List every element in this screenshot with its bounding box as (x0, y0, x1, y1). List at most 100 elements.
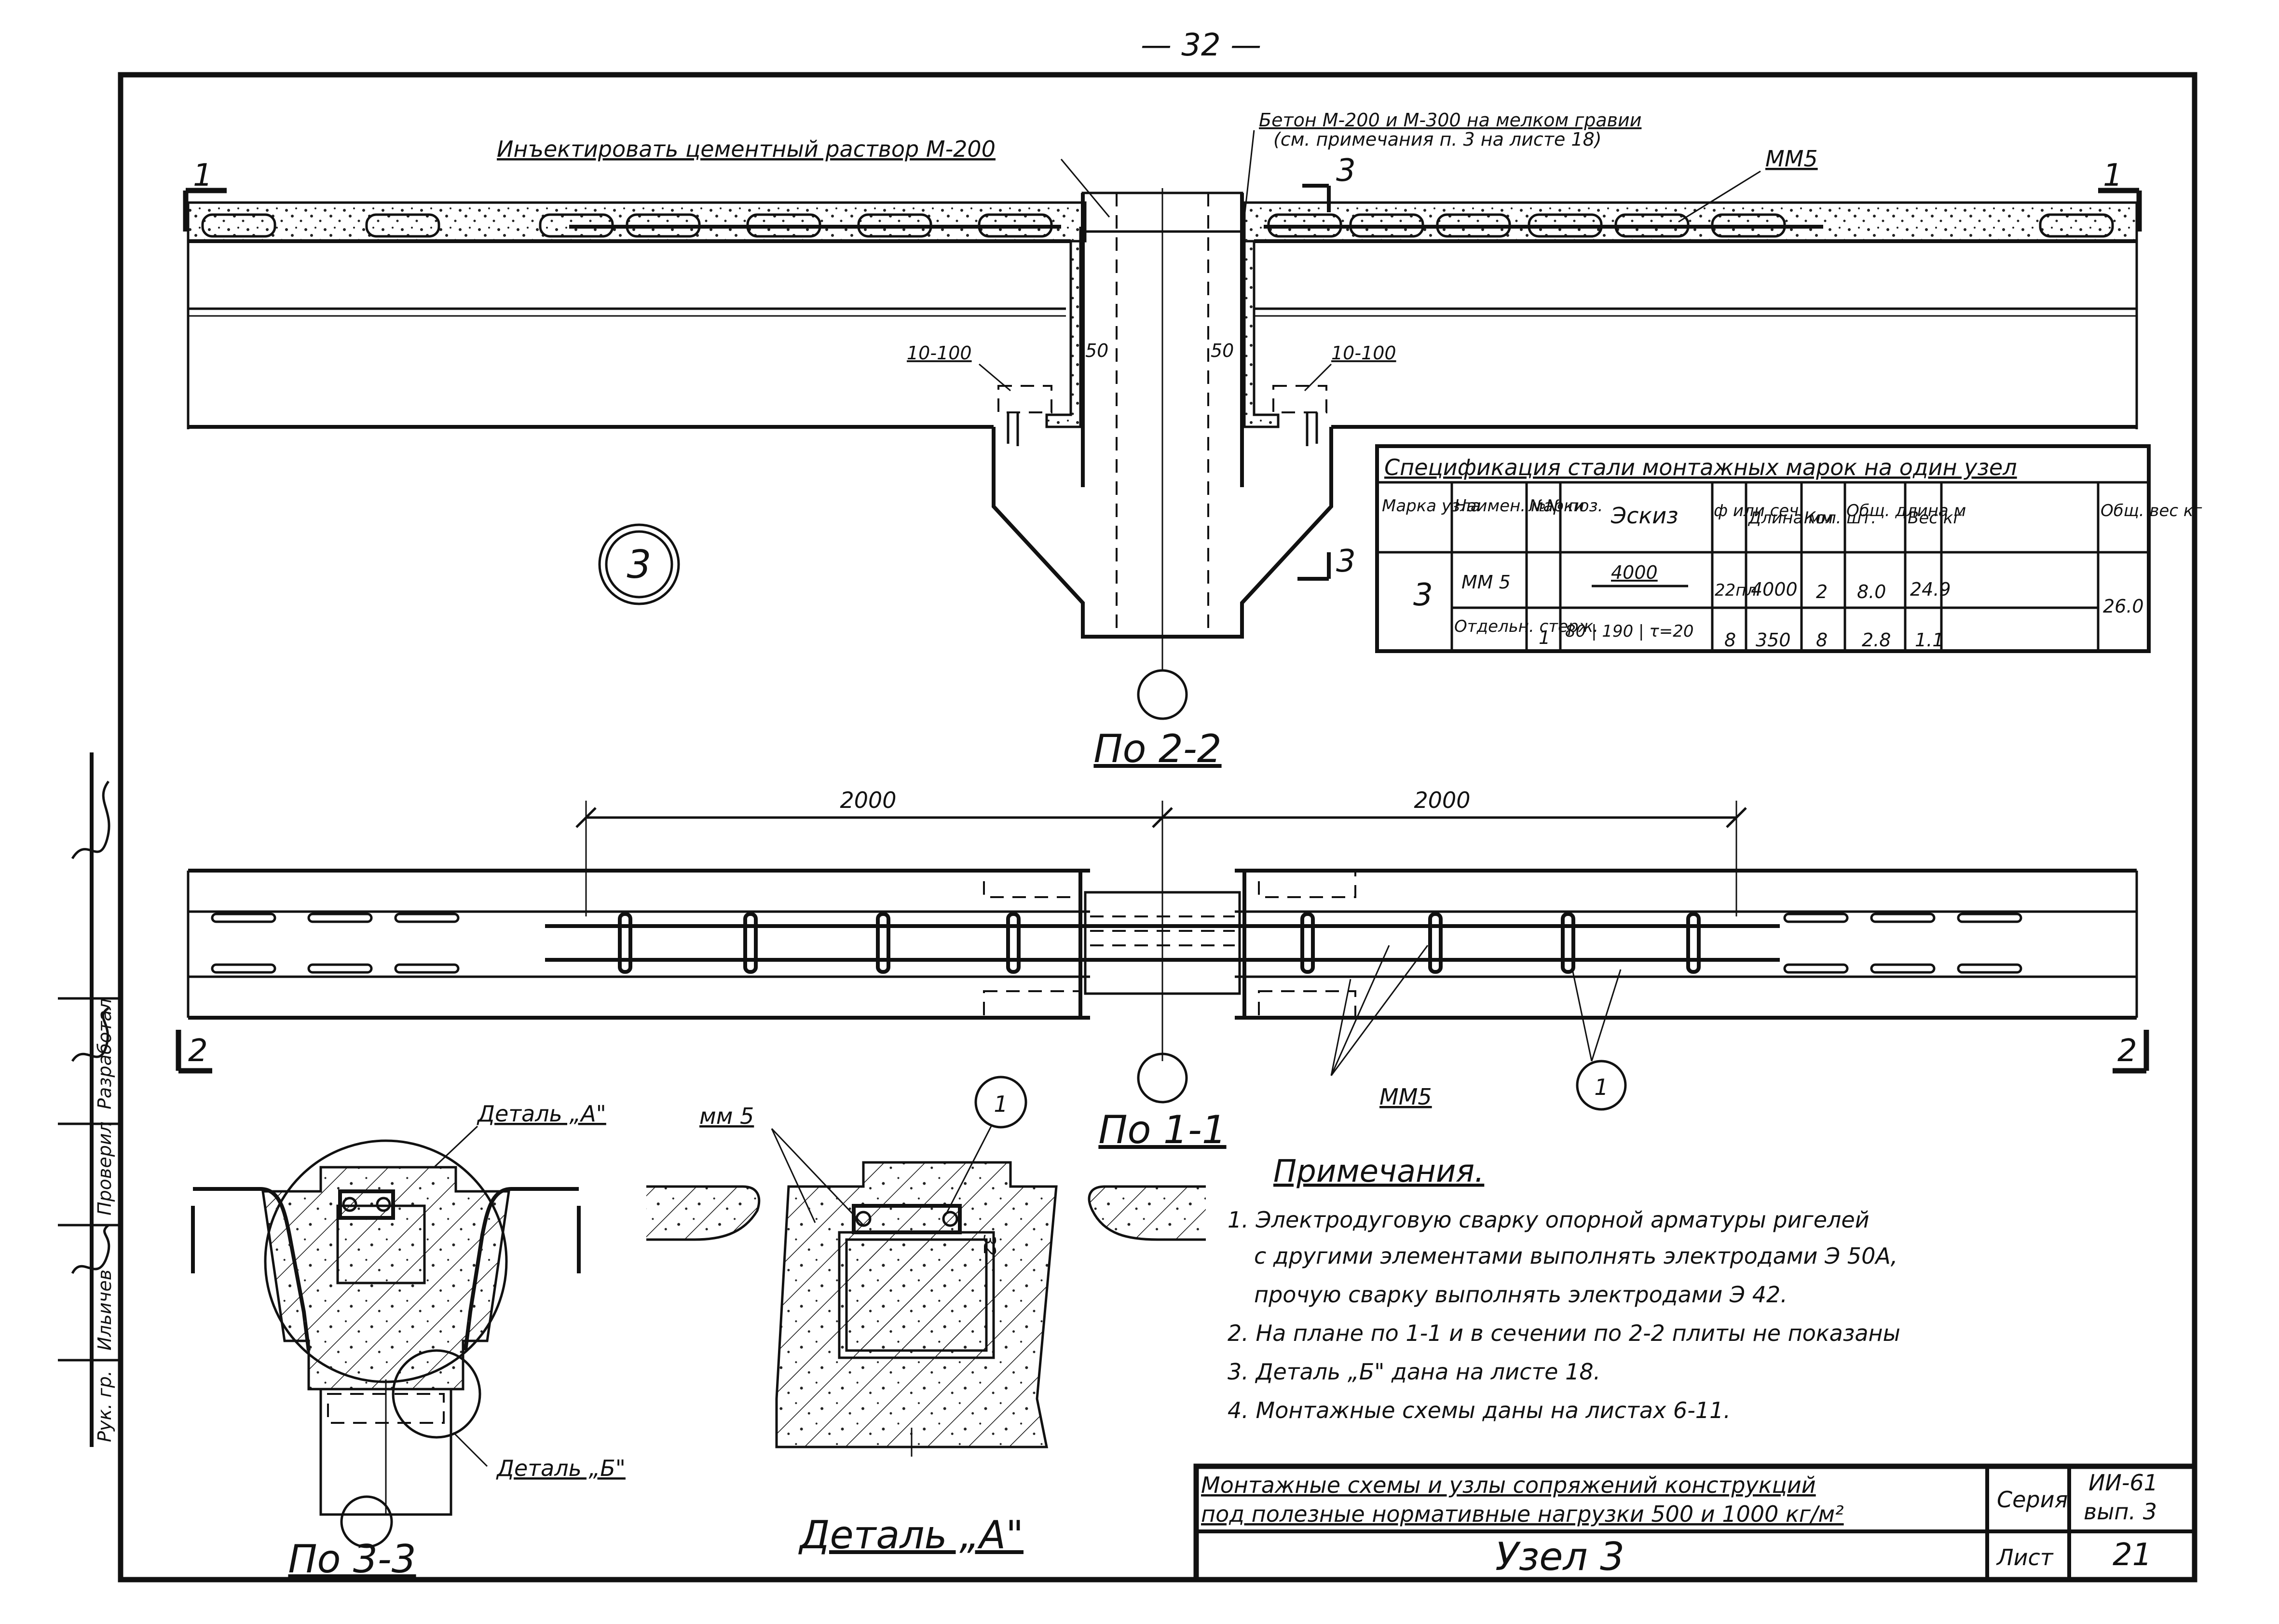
spec-row-1-total-len: 2.8 (1862, 629, 1891, 651)
axis-bubble-11 (1137, 1052, 1188, 1104)
section-3-bottom-label: 3 (1336, 544, 1356, 579)
concrete-note: (см. примечания п. 3 на листе 18) (1273, 129, 1602, 150)
notes-title: Примечания. (1273, 1154, 1484, 1189)
dim-right-label: 2000 (1414, 787, 1470, 813)
detail-b-circle (392, 1349, 481, 1439)
spec-header-6: Кол. шт. (1804, 508, 1876, 528)
plan-openings (211, 913, 2022, 974)
node-number-outer (598, 523, 680, 605)
spec-row-1-pos: 1 (1539, 627, 1550, 648)
spec-header-8: Вес кг (1908, 508, 1962, 528)
stamp-name-1: Ильичев (94, 1269, 115, 1351)
title-description-1: Монтажные схемы и узлы сопряжений констр… (1201, 1472, 1816, 1498)
plan-cross-bars (618, 912, 1701, 974)
spec-header-0: Марка узла (1382, 496, 1481, 516)
section-mark-3-top (1302, 184, 1331, 212)
detail-a: мм 5 1 32 Деталь „А" (646, 1076, 1206, 1557)
stamp-role-1: Рук. гр. (94, 1370, 115, 1442)
spec-header-2: №№ поз. (1528, 496, 1603, 516)
spec-row-0-total-len: 8.0 (1857, 581, 1886, 602)
sheet-value: 21 (2113, 1537, 2152, 1573)
weld-right-label: 10-100 (1331, 342, 1396, 364)
sheet-frame (118, 72, 2197, 1583)
spec-header-9: Общ. вес кг (2101, 501, 2202, 520)
view-title-33: По 3-3 (288, 1537, 416, 1582)
mm5-top-leader (1678, 170, 1761, 223)
w50-left-label: 50 (1085, 340, 1108, 361)
section-3-top-label: 3 (1336, 153, 1356, 189)
inject-label: Инъектировать цементный раствор М-200 (497, 136, 996, 162)
node-number-inner (605, 530, 673, 599)
side-stamp: Рук. гр. Ильичев Проверил Разработал (58, 752, 121, 1447)
pos1-plan-label: 1 (1594, 1074, 1608, 1100)
plan-1-1: 2000 2000 (176, 787, 2149, 1152)
note-4: 4. Монтажные схемы даны на листах 6-11. (1228, 1397, 1731, 1423)
spec-row-0-sketch: 4000 (1611, 562, 1658, 583)
axis-bubble-22 (1137, 669, 1188, 720)
spec-row-1-dia: 8 (1724, 629, 1736, 651)
girder-section-33 (261, 1166, 510, 1391)
concrete-leader (1243, 130, 1255, 218)
spec-header-1: Наимен. марки (1454, 496, 1584, 516)
view-title-11: По 1-1 (1098, 1107, 1226, 1152)
spec-row-1-length: 350 (1756, 629, 1791, 651)
series-value: ИИ-61 (2088, 1470, 2158, 1496)
pos1-plan-bubble (1576, 1060, 1627, 1111)
spec-row-1-name: Отдельн. стерж. (1454, 617, 1598, 636)
section-1-right-label: 1 (2103, 158, 2123, 193)
spec-row-1-weight: 1.1 (1915, 629, 1944, 651)
signature-3 (71, 780, 110, 860)
mm5-detail-bar (852, 1204, 962, 1234)
spec-row-1-qty: 8 (1816, 629, 1828, 651)
spec-table: Спецификация стали монтажных марок на од… (1375, 444, 2202, 653)
dim-small-label: 32 (980, 1235, 999, 1256)
concrete-label: Бетон М-200 и М-300 на мелком гравии (1259, 109, 1641, 131)
section-3-3: Деталь „А" Деталь „Б" По 3-3 (191, 1101, 626, 1582)
section-mark-2-left (176, 1030, 212, 1074)
grout-joint-left (1045, 227, 1082, 428)
spec-row-0-weight: 24.9 (1910, 579, 1951, 600)
sheet-label: Лист (1996, 1544, 2054, 1570)
stamp-role-2: Проверил (94, 1121, 115, 1215)
section-mark-1-left (183, 188, 227, 232)
inject-leader (1060, 159, 1110, 218)
signature-2 (71, 1007, 109, 1062)
pos1-detail-bubble (974, 1076, 1027, 1129)
signature-1 (71, 1224, 110, 1274)
spec-row-0-length: 4000 (1751, 579, 1798, 600)
section-2-2: 1 1 3 3 Инъектировать цементный раствор … (183, 109, 2142, 771)
view-title-detail-a: Деталь „А" (798, 1513, 1024, 1557)
spec-header-4: ф или сеч. (1714, 501, 1804, 520)
spec-node-mark: 3 (1413, 577, 1433, 613)
stamp-role-3: Разработал (94, 998, 115, 1109)
section-mark-2-right (2113, 1030, 2149, 1074)
spec-header-5: Длина мм (1747, 508, 1833, 528)
w50-right-label: 50 (1211, 340, 1234, 361)
mm5-plan-label: ММ5 (1379, 1084, 1432, 1110)
note-3: 3. Деталь „Б" дана на листе 18. (1228, 1359, 1600, 1385)
title-block: Монтажные схемы и узлы сопряжений констр… (1193, 1463, 2197, 1583)
spec-row-0-name: ММ 5 (1461, 572, 1511, 593)
pos1-detail-label: 1 (994, 1091, 1008, 1117)
axis-bubble-33 (340, 1495, 393, 1548)
issue-value: вып. 3 (2084, 1499, 2157, 1525)
note-1c: прочую сварку выполнять электродами Э 42… (1254, 1282, 1788, 1308)
note-2: 2. На плане по 1-1 и в сечении по 2-2 пл… (1228, 1320, 1900, 1346)
notes: Примечания. 1. Электродуговую сварку опо… (1228, 1154, 1900, 1423)
spec-row-1-sketch: 80 | 190 | τ=20 (1565, 622, 1694, 641)
slab-right (1243, 201, 2138, 243)
section-2-left-label: 2 (188, 1033, 208, 1069)
spec-row-0-qty: 2 (1816, 581, 1828, 602)
mm5-detail-label: мм 5 (699, 1103, 754, 1129)
spec-title: Спецификация стали монтажных марок на од… (1384, 454, 2017, 480)
spec-row-0-dia: 22пл (1715, 581, 1757, 600)
note-1a: 1. Электродуговую сварку опорной арматур… (1228, 1207, 1870, 1233)
detail-a-callout: Деталь „А" (477, 1101, 606, 1127)
column-plan (1084, 891, 1241, 995)
mm5-top-label: ММ5 (1765, 146, 1818, 172)
section-1-left-label: 1 (193, 158, 213, 193)
spec-total-weight: 26.0 (2103, 596, 2144, 617)
series-label: Серия (1997, 1487, 2068, 1513)
page-number: — 32 — (1141, 27, 1261, 63)
